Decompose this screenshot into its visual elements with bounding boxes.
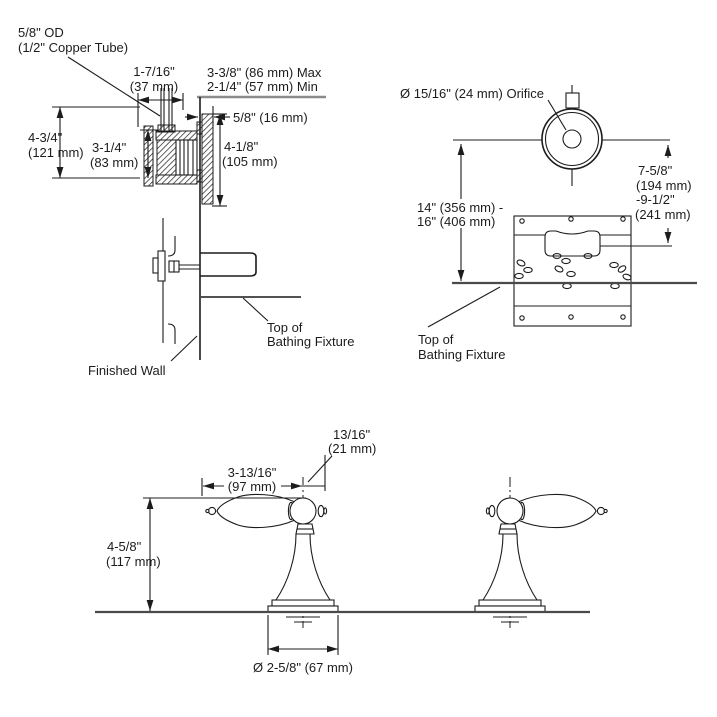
dim-handle-height: 4-5/8" (117 mm): [106, 497, 306, 611]
dim-escutcheon-thickness: 5/8" (16 mm): [233, 110, 308, 125]
dim-depth-min: 2-1/4" (57 mm) Min: [207, 79, 318, 94]
escutcheon: [201, 113, 214, 205]
label-top-of-fixture-right-1: Top of: [418, 332, 454, 347]
handle-right: [474, 476, 608, 629]
dim-overall-height-in: 4-3/4": [28, 130, 63, 145]
label-orifice: Ø 15/16" (24 mm) Orifice: [400, 86, 544, 101]
dim-ball-width-in: 13/16": [333, 427, 371, 442]
spout-tab: [565, 92, 580, 109]
bracket-hook-top: [167, 236, 176, 257]
dim-handle-height-mm: (117 mm): [106, 554, 161, 569]
dim-ball-width: 13/16" (21 mm): [304, 427, 376, 491]
spout-face-inner: [544, 111, 600, 167]
dim-ball-width-mm: (21 mm): [328, 441, 376, 456]
dim-base-diameter: Ø 2-5/8" (67 mm): [253, 615, 353, 675]
dim-overflow-height: 7-5/8" (194 mm) -9-1/2" (241 mm): [600, 145, 692, 247]
fixture-leader-right: [427, 286, 501, 328]
valve-body: [143, 113, 214, 205]
dim-body-height-mm: (83 mm): [90, 155, 138, 170]
bracket-hook-bottom: [167, 323, 176, 344]
dim-handle-height-in: 4-5/8": [107, 539, 142, 554]
fixture-leader-left: [242, 297, 269, 322]
label-od: 5/8" OD: [18, 25, 64, 40]
overflow-cover: [544, 230, 601, 257]
dim-trim-height-in: 4-1/8": [224, 139, 259, 154]
copper-tube-leader: [67, 56, 161, 117]
dim-spout-height-2: 16" (406 mm): [417, 214, 495, 229]
copper-tube: [157, 88, 176, 133]
dim-overflow-2: (194 mm): [636, 178, 692, 193]
mounting-plate: [513, 215, 632, 327]
spout-front-view: Ø 15/16" (24 mm) Orifice: [400, 85, 697, 362]
label-top-of-fixture-left-2: Bathing Fixture: [267, 334, 354, 349]
dim-body-height-in: 3-1/4": [92, 140, 127, 155]
dim-overflow-3: -9-1/2": [636, 192, 675, 207]
dim-overflow-1: 7-5/8": [638, 163, 673, 178]
dim-tube-offset-mm: (37 mm): [130, 79, 178, 94]
spout-side: [200, 252, 257, 277]
dim-lever-length-mm: (97 mm): [228, 479, 276, 494]
plate-slots: [514, 257, 632, 290]
dim-tube-offset-in: 1-7/16": [133, 64, 175, 79]
handles-view: 4-5/8" (117 mm) 3-13/16" (97 mm) 13/16" …: [95, 427, 608, 675]
handle-left: [205, 476, 339, 629]
dim-depth-max: 3-3/8" (86 mm) Max: [207, 65, 322, 80]
dim-lever-length: 3-13/16" (97 mm): [201, 465, 302, 496]
dim-trim-height-mm: (105 mm): [222, 154, 278, 169]
dim-base-diameter-label: Ø 2-5/8" (67 mm): [253, 660, 353, 675]
dim-spout-height: 14" (356 mm) - 16" (406 mm): [413, 144, 505, 281]
label-top-of-fixture-right-2: Bathing Fixture: [418, 347, 505, 362]
orifice-leader: [547, 99, 567, 131]
label-copper-tube: (1/2" Copper Tube): [18, 40, 128, 55]
valve-section-view: 5/8" OD (1/2" Copper Tube) 1-7/16" (37 m…: [18, 25, 326, 360]
dim-overall-height: 4-3/4" (121 mm): [28, 106, 140, 179]
label-finished-wall: Finished Wall: [88, 363, 166, 378]
label-top-of-fixture-left-1: Top of: [267, 320, 303, 335]
dim-overflow-4: (241 mm): [635, 207, 691, 222]
dim-tube-offset: 1-7/16" (37 mm): [130, 64, 184, 127]
spout-wall-view: Top of Bathing Fixture Finished Wall: [88, 218, 354, 378]
dim-body-height: 3-1/4" (83 mm): [90, 129, 158, 178]
spout-orifice: [562, 129, 582, 149]
dim-lever-length-in: 3-13/16": [228, 465, 277, 480]
dim-spout-height-1: 14" (356 mm) -: [417, 200, 503, 215]
finished-wall-leader: [170, 335, 198, 362]
fitting-back: [152, 257, 159, 274]
valve-fitting: [157, 250, 166, 282]
dim-overall-height-mm: (121 mm): [28, 145, 84, 160]
dim-trim-height: 4-1/8" (105 mm): [212, 113, 278, 207]
